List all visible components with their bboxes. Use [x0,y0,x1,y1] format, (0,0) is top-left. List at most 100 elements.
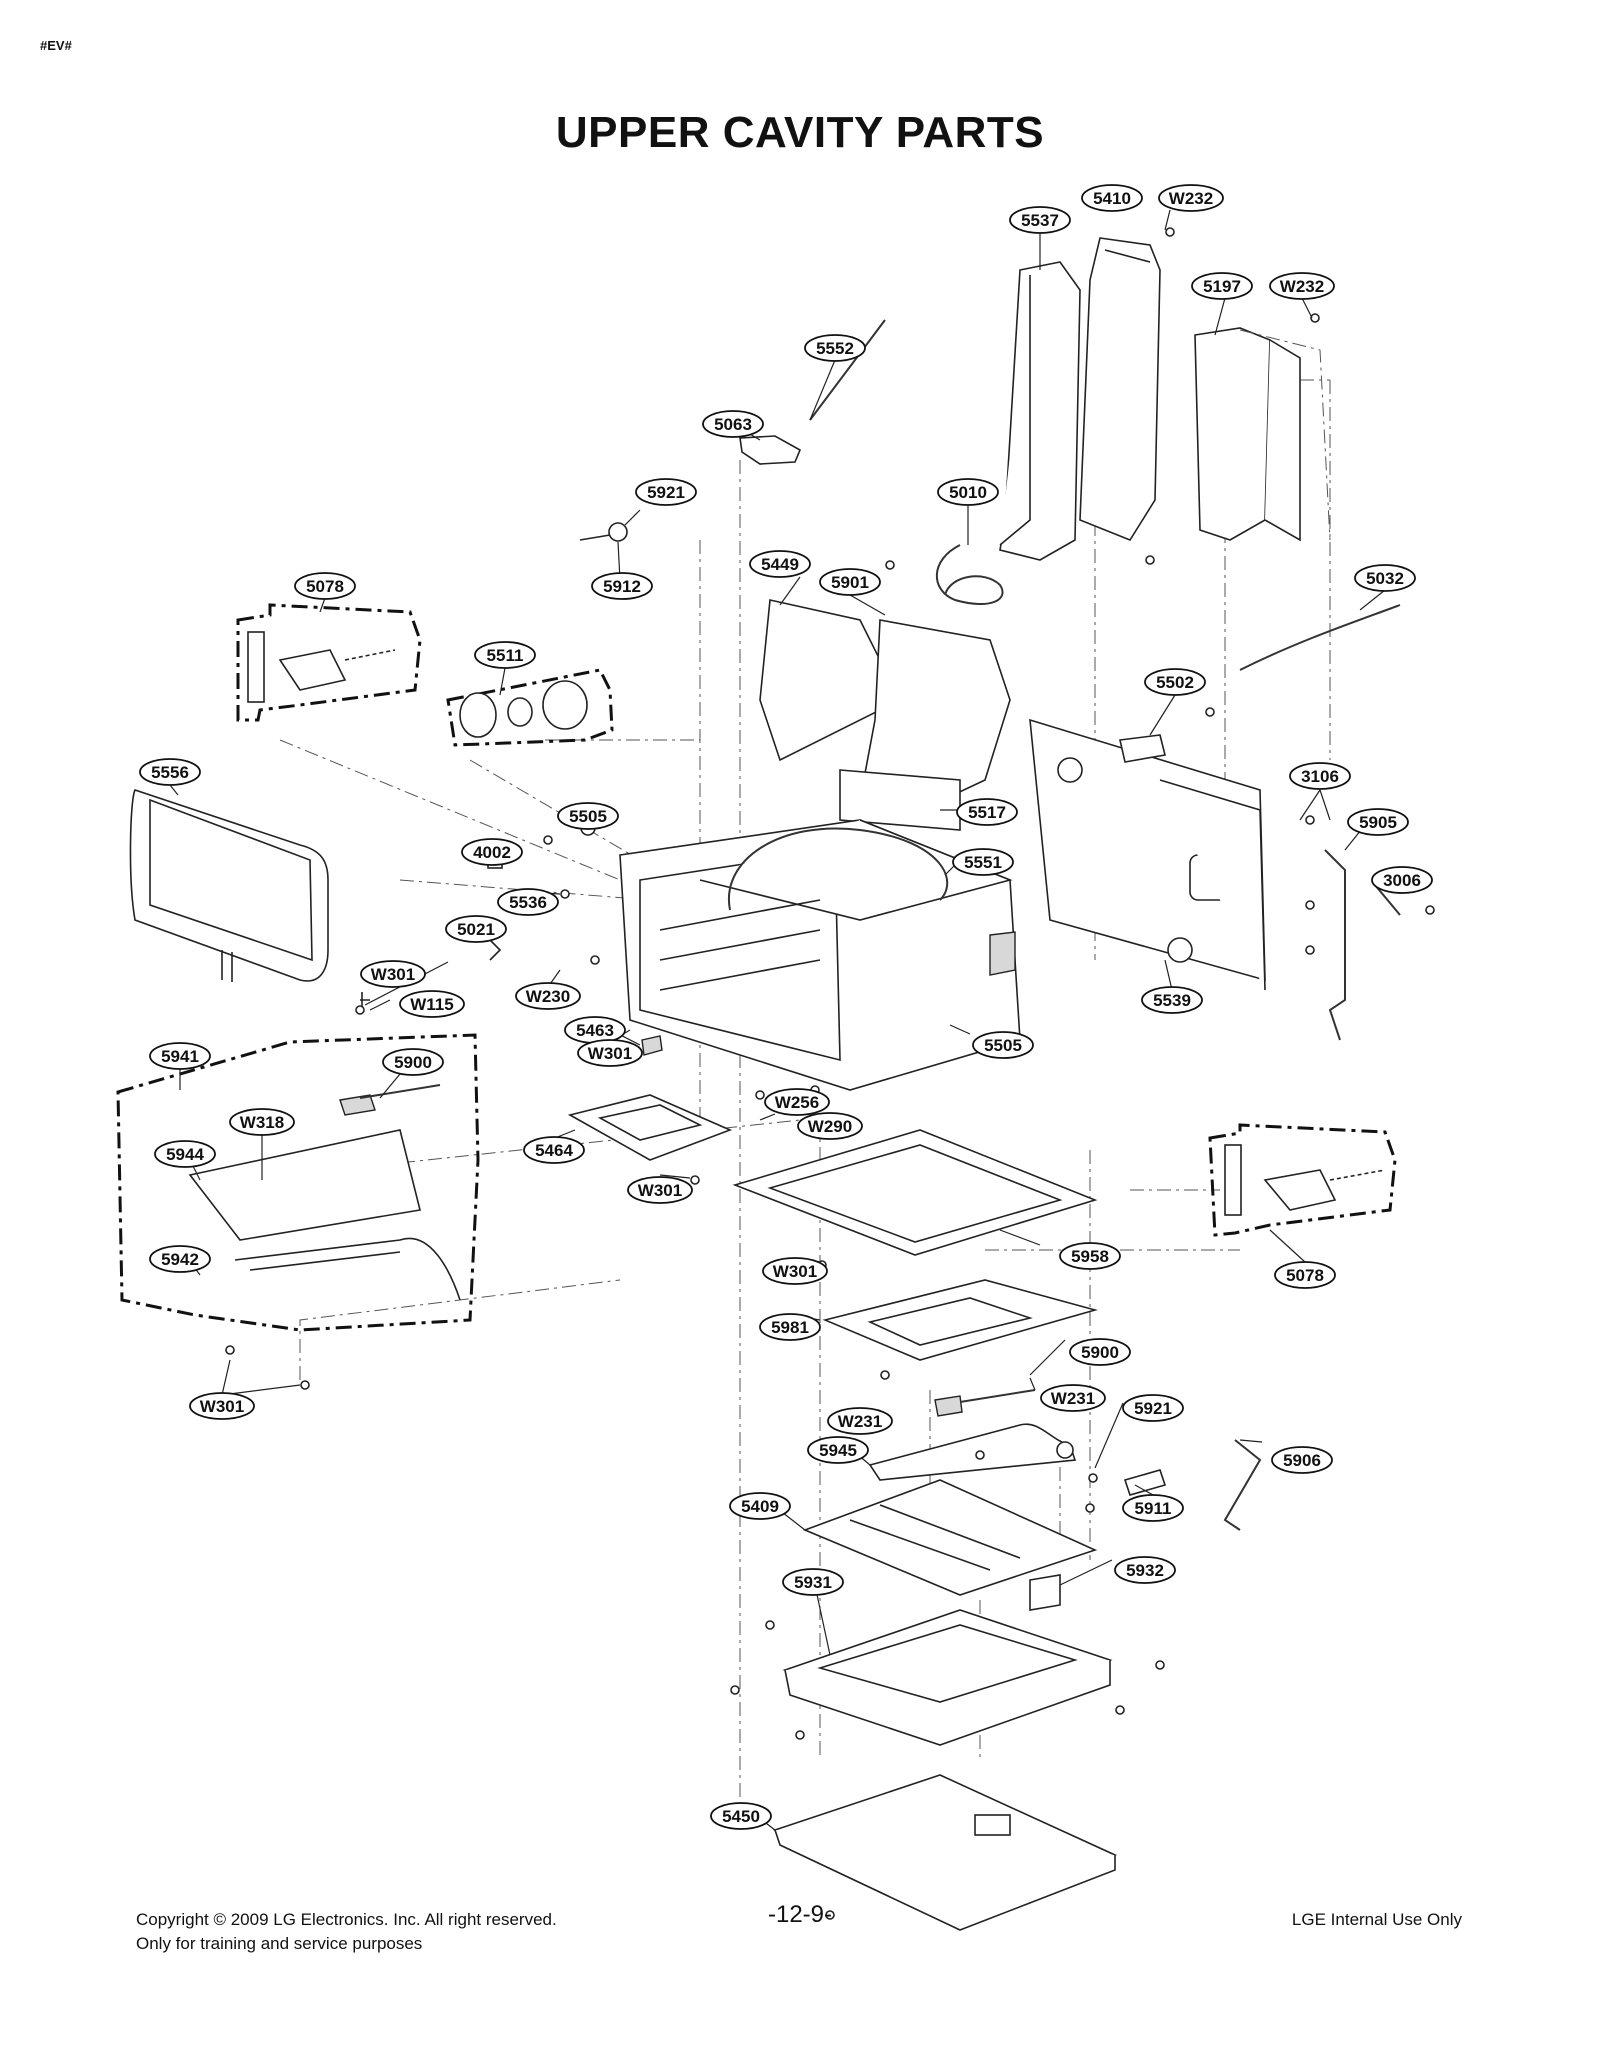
oven-cavity [619,819,1021,1091]
callout-text: 5958 [1071,1247,1109,1266]
callout-bubble [474,641,536,669]
callout-bubble [627,1176,693,1204]
footer-purpose: Only for training and service purposes [136,1934,423,1953]
callout-text: 5078 [306,577,344,596]
harness-5010 [935,544,1004,605]
callout-w301: W301 [577,1039,643,1067]
callout-bubble [1081,184,1143,212]
callout-bubble [1141,986,1203,1014]
callout-w230: W230 [515,982,581,1010]
baffle-5449 [759,599,902,762]
callout-bubble [1059,1242,1121,1270]
callout-5941: 5941 [149,1042,211,1070]
callout-w256: W256 [764,1088,830,1116]
callout-w290: W290 [797,1112,863,1140]
callout-text: W318 [240,1113,284,1132]
callout-bubble [710,1802,772,1830]
callout-text: 5981 [771,1318,809,1337]
callout-5905: 5905 [1347,808,1409,836]
callout-w301: W301 [762,1257,828,1285]
callout-text: 5556 [151,763,189,782]
callout-text: 5449 [761,555,799,574]
callout-bubble [762,1257,828,1285]
callout-text: 5505 [569,807,607,826]
callout-3006: 3006 [1371,866,1433,894]
callout-text: 5410 [1093,189,1131,208]
callout-bubble [1191,272,1253,300]
footer-copyright: Copyright © 2009 LG Electronics. Inc. Al… [136,1910,557,1929]
callout-bubble [1069,1338,1131,1366]
callout-5410: 5410 [1081,184,1143,212]
callout-bubble [804,334,866,362]
group-5078-upper [236,603,422,722]
wire-5032 [1239,604,1401,671]
callout-bubble [764,1088,830,1116]
callout-bubble [819,568,881,596]
callout-w232: W232 [1269,272,1335,300]
callout-bubble [1122,1494,1184,1522]
callout-text: 3106 [1301,767,1339,786]
callout-5536: 5536 [497,888,559,916]
callout-bubble [1271,1446,1333,1474]
callout-bubble [729,1492,791,1520]
floor-plate-5958 [732,1129,1098,1256]
callout-text: 5551 [964,853,1002,872]
callout-5449: 5449 [749,550,811,578]
callout-text: 5944 [166,1145,204,1164]
callout-5032: 5032 [1354,564,1416,592]
callout-text: 3006 [1383,871,1421,890]
callout-text: W301 [588,1044,632,1063]
callout-text: 5921 [647,483,685,502]
bake-element-5942 [188,1084,461,1301]
callout-bubble [1371,866,1433,894]
callout-w318: W318 [229,1108,295,1136]
callout-bubble [154,1140,216,1168]
callout-text: 5517 [968,803,1006,822]
callout-text: 5464 [535,1141,573,1160]
frame-5931 [782,1609,1113,1746]
callout-text: W232 [1280,277,1324,296]
duct-assembly-5197 [1194,327,1331,542]
callout-5551: 5551 [952,848,1014,876]
callout-bubble [1289,762,1351,790]
callout-bubble [360,960,426,988]
callout-text: 5463 [576,1021,614,1040]
callout-w232: W232 [1158,184,1224,212]
callout-text: W232 [1169,189,1213,208]
callout-bubble [1347,808,1409,836]
bracket-5063 [739,435,802,465]
callout-text: 5537 [1021,211,1059,230]
hinge-5078-upper [247,631,396,703]
burner-5945 [868,1423,1077,1481]
callout-bubble [399,990,465,1018]
callout-bubble [1158,184,1224,212]
callout-bubble [749,550,811,578]
vent-duct-5537 [999,261,1081,561]
callout-bubble [635,478,697,506]
callout-bubble [515,982,581,1010]
cover-5450 [772,1774,1118,1931]
callout-bubble [1274,1261,1336,1289]
callout-bubble [1144,668,1206,696]
callout-5078: 5078 [1274,1261,1336,1289]
igniter-5900-lower [934,1389,1036,1417]
callout-5900: 5900 [1069,1338,1131,1366]
callout-5552: 5552 [804,334,866,362]
vent-cover-5410 [1079,237,1161,541]
callout-text: 5502 [1156,673,1194,692]
callout-bubble [782,1568,844,1596]
callout-5502: 5502 [1144,668,1206,696]
callout-text: 5505 [984,1036,1022,1055]
callout-3106: 3106 [1289,762,1351,790]
callout-5517: 5517 [956,798,1018,826]
callout-5505: 5505 [972,1031,1034,1059]
callout-w231: W231 [827,1407,893,1435]
door-frame-5556 [129,789,329,982]
callout-text: 5539 [1153,991,1191,1010]
group-outlines [116,603,1397,1332]
callout-text: W301 [200,1397,244,1416]
callout-bubble [702,410,764,438]
duct-5901 [839,619,1011,831]
callout-text: 5945 [819,1441,857,1460]
